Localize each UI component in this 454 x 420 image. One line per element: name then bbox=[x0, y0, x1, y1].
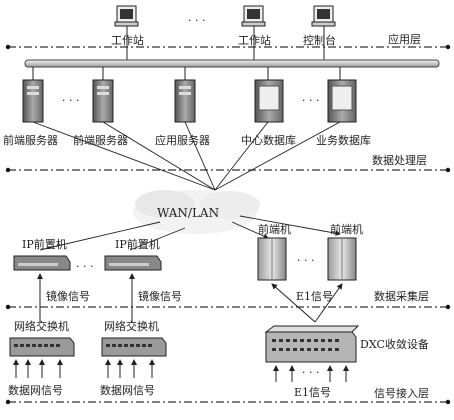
server-ellipsis: · · · bbox=[62, 94, 79, 107]
e1-signal-lower-label: E1信号 bbox=[294, 386, 331, 399]
network-switch-label-1: 网络交换机 bbox=[14, 319, 69, 333]
frontend-server-label-1: 前端服务器 bbox=[3, 133, 58, 147]
front-machine-rack-icon bbox=[257, 237, 287, 281]
layer-label-data-collection: 数据采集层 bbox=[374, 289, 429, 303]
layer-label-data-processing: 数据处理层 bbox=[372, 153, 427, 167]
mirror-signal-label-2: 镜像信号 bbox=[138, 289, 182, 303]
database-server-icon bbox=[254, 79, 284, 123]
dxc-device-label: DXC收敛设备 bbox=[360, 337, 429, 351]
cloud-down-links bbox=[39, 215, 341, 251]
mirror-signal-label-1: 镜像信号 bbox=[46, 289, 90, 303]
server-icon bbox=[174, 79, 196, 123]
dxc-input-ellipsis: · · · bbox=[302, 366, 319, 379]
data-network-signal-label-1: 数据网信号 bbox=[8, 383, 63, 397]
layer-separators bbox=[8, 46, 448, 403]
ip-front-machine-icon bbox=[104, 255, 162, 271]
ip-front-machine-label-1: IP前置机 bbox=[22, 237, 67, 251]
ip-front-machine-ellipsis: · · · bbox=[76, 260, 93, 273]
network-switch-icon bbox=[9, 337, 75, 357]
wan-lan-cloud bbox=[133, 190, 260, 234]
business-database-label: 业务数据库 bbox=[316, 133, 371, 147]
database-server-icon bbox=[327, 79, 357, 123]
front-machine-label-2: 前端机 bbox=[330, 222, 363, 236]
layer-label-application: 应用层 bbox=[388, 32, 421, 46]
server-network-links bbox=[32, 121, 341, 191]
server-icon bbox=[92, 79, 114, 123]
mirror-signal-arrows bbox=[37, 273, 135, 322]
incoming-signal-arrows bbox=[13, 359, 349, 382]
network-bus bbox=[24, 59, 440, 68]
separator-dots bbox=[5, 44, 451, 405]
front-machine-rack-icon bbox=[327, 237, 357, 281]
layer-label-signal-access: 信号接入层 bbox=[374, 387, 429, 400]
dxc-convergence-device-icon bbox=[264, 325, 360, 363]
ip-front-machine-label-2: IP前置机 bbox=[115, 237, 160, 251]
server-bus-links bbox=[32, 67, 341, 80]
workstation-icon bbox=[114, 5, 139, 27]
data-network-signal-label-2: 数据网信号 bbox=[100, 383, 155, 397]
console-label: 控制台 bbox=[303, 33, 336, 47]
server-icon bbox=[22, 79, 44, 123]
network-switch-label-2: 网络交换机 bbox=[104, 319, 159, 333]
console-icon bbox=[311, 5, 336, 27]
e1-signal-upper-label: E1信号 bbox=[296, 290, 333, 303]
workstation-links bbox=[126, 26, 325, 60]
e1-signal-arrows bbox=[271, 283, 343, 323]
frontend-server-label-2: 前端服务器 bbox=[73, 133, 128, 147]
workstation-icon bbox=[241, 5, 266, 27]
application-server-label: 应用服务器 bbox=[155, 133, 210, 147]
database-ellipsis: · · · bbox=[302, 94, 319, 107]
ip-front-machine-icon bbox=[13, 255, 71, 271]
workstation-ellipsis: · · · bbox=[188, 14, 205, 27]
central-database-label: 中心数据库 bbox=[241, 133, 296, 147]
network-switch-icon bbox=[101, 337, 167, 357]
front-machine-label-1: 前端机 bbox=[258, 222, 291, 236]
front-machine-ellipsis: · · · bbox=[297, 254, 314, 267]
network-label: WAN/LAN bbox=[157, 206, 219, 220]
